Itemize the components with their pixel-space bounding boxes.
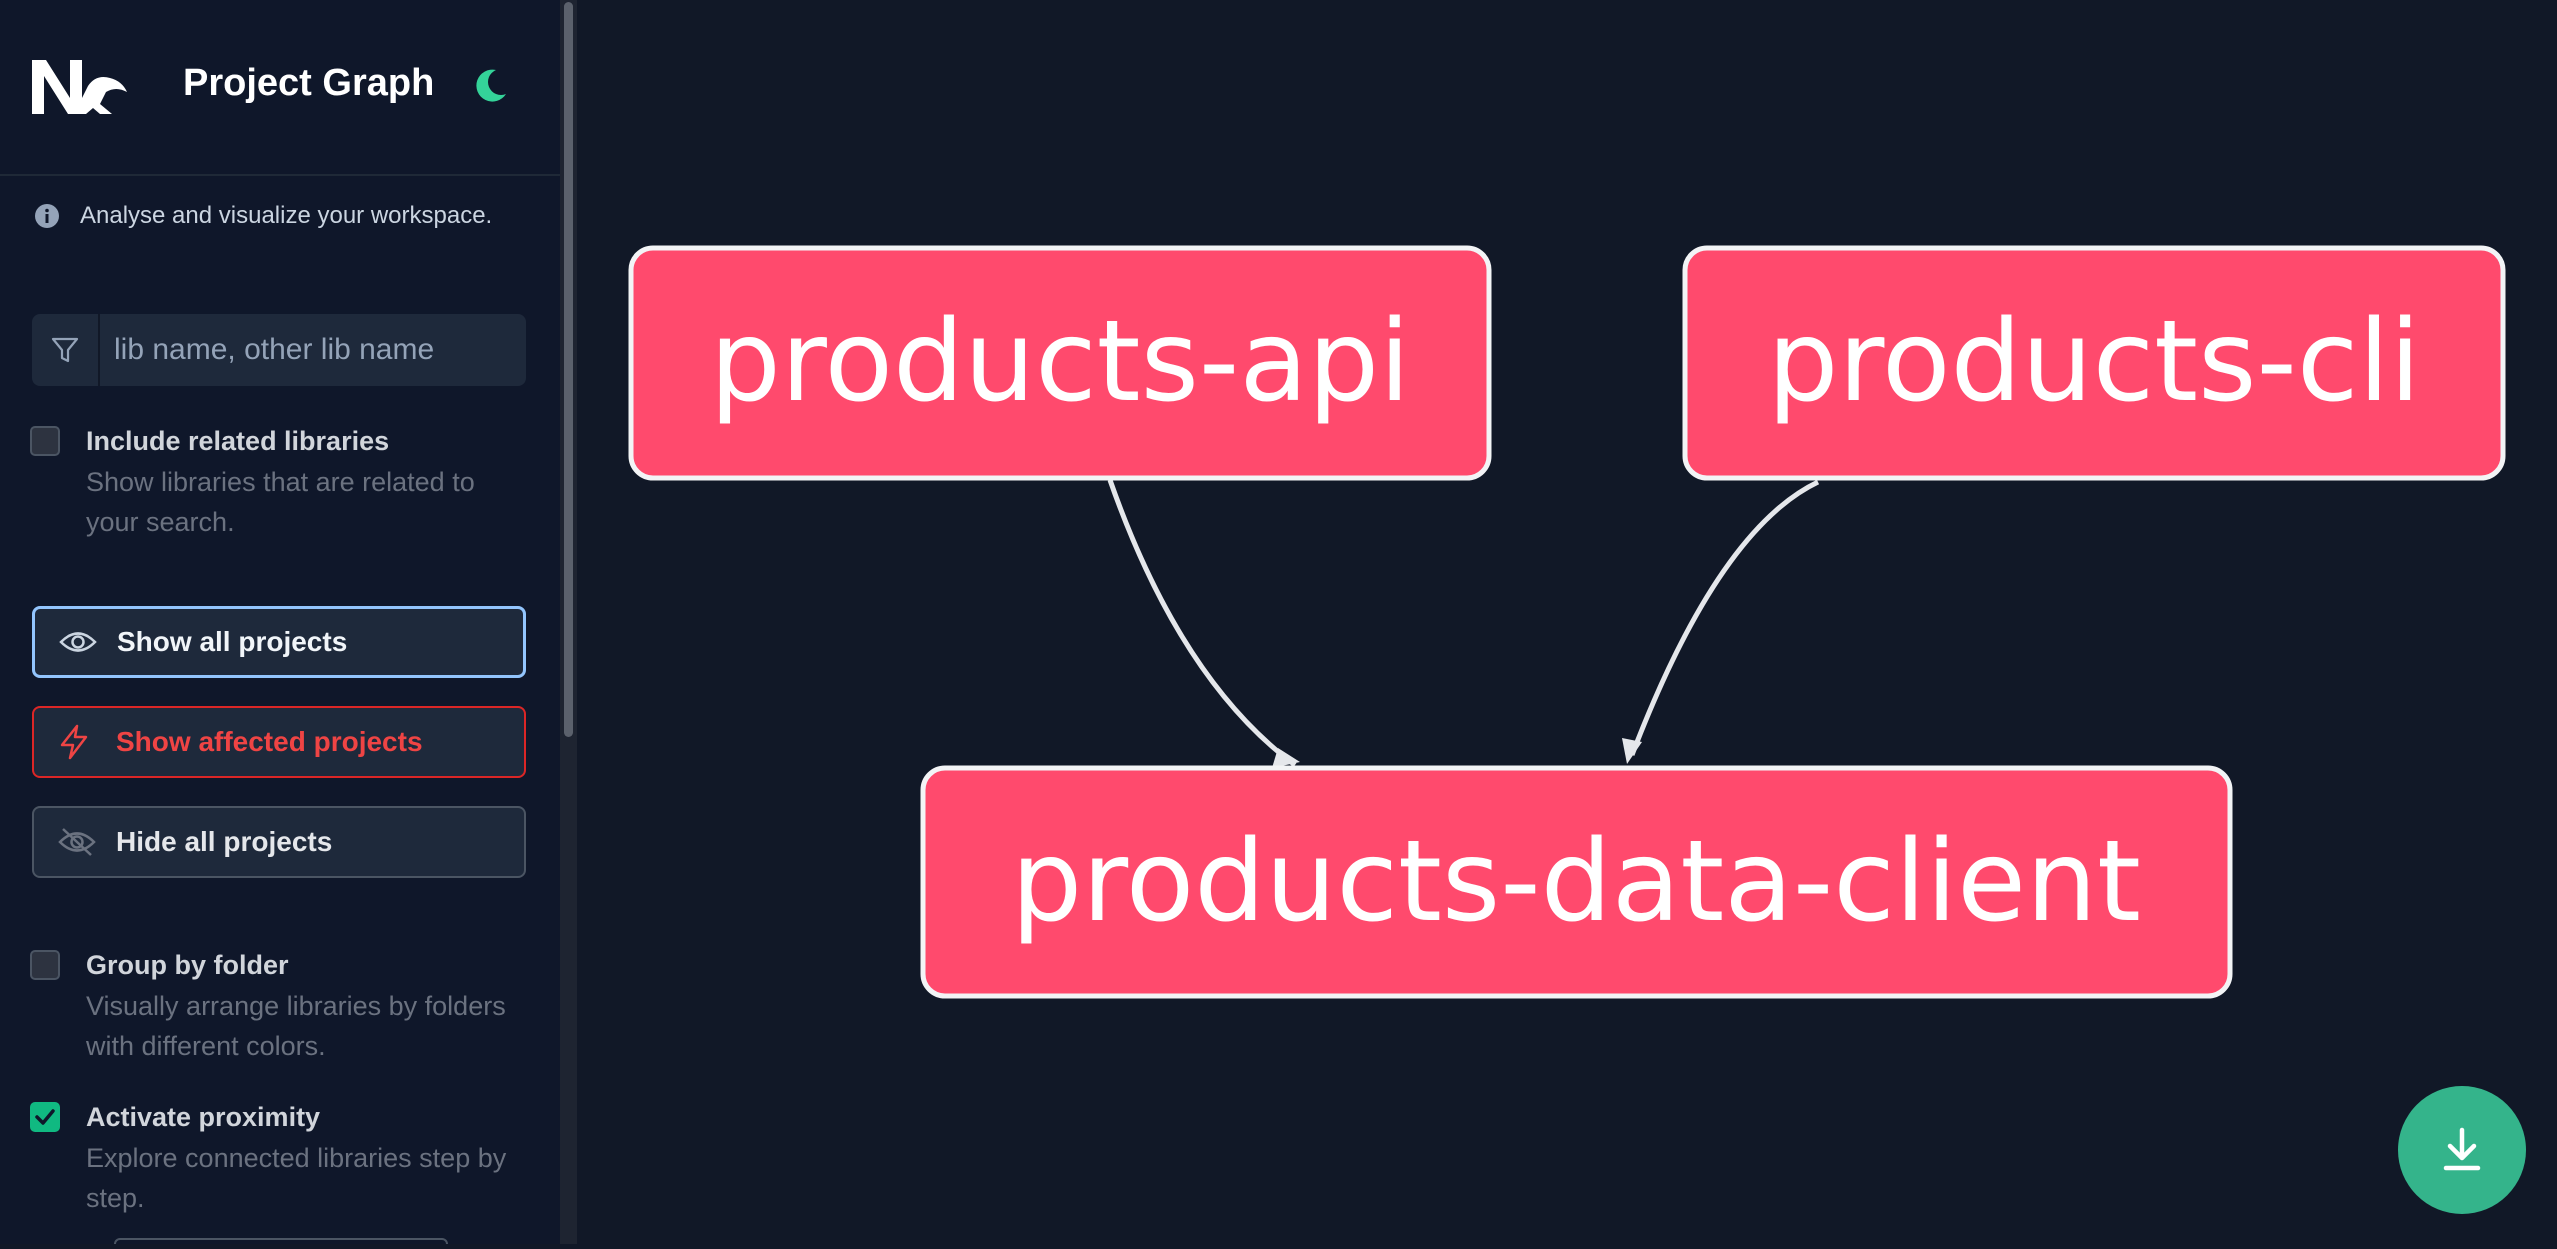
show-all-projects-button[interactable]: Show all projects bbox=[32, 606, 526, 678]
show-all-projects-label: Show all projects bbox=[117, 626, 348, 657]
include-related-description: Show libraries that are related to your … bbox=[86, 467, 475, 537]
edge-products-api-to-products-data-client bbox=[1107, 479, 1297, 768]
activate-proximity-description: Explore connected libraries step by step… bbox=[86, 1143, 507, 1213]
proximity-control[interactable] bbox=[114, 1238, 448, 1244]
include-related-checkbox[interactable] bbox=[30, 426, 60, 456]
download-icon bbox=[2443, 1127, 2481, 1171]
activate-proximity-label: Activate proximity bbox=[86, 1102, 321, 1132]
filter-icon-wrap bbox=[32, 314, 100, 386]
include-related-label: Include related libraries bbox=[86, 426, 390, 456]
moon-icon[interactable] bbox=[470, 66, 510, 106]
sidebar-header: Project Graph bbox=[0, 0, 560, 176]
sidebar-scrollbar-thumb[interactable] bbox=[564, 2, 573, 737]
node-label: products-api bbox=[710, 297, 1410, 427]
node-products-cli[interactable]: products-cli bbox=[1682, 245, 2506, 481]
hide-all-projects-button[interactable]: Hide all projects bbox=[32, 806, 526, 878]
eye-icon bbox=[59, 632, 97, 652]
project-graph: products-api products-cli products-data-… bbox=[628, 245, 2506, 999]
download-button[interactable] bbox=[2398, 1086, 2526, 1214]
group-by-folder-description: Visually arrange libraries by folders wi… bbox=[86, 991, 506, 1061]
sidebar-scrollbar[interactable] bbox=[560, 0, 577, 1244]
edge-products-cli-to-products-data-client bbox=[1629, 479, 1820, 756]
show-affected-projects-button[interactable]: Show affected projects bbox=[32, 706, 526, 778]
graph-canvas[interactable]: products-api products-cli products-data-… bbox=[577, 0, 2557, 1244]
node-label: products-data-client bbox=[1011, 817, 2141, 947]
node-products-data-client[interactable]: products-data-client bbox=[920, 765, 2233, 999]
eye-slash-icon bbox=[58, 828, 96, 856]
info-row: Analyse and visualize your workspace. bbox=[34, 202, 492, 230]
hide-all-projects-label: Hide all projects bbox=[116, 826, 333, 857]
node-label: products-cli bbox=[1767, 297, 2420, 427]
node-products-api[interactable]: products-api bbox=[628, 245, 1492, 481]
info-icon bbox=[35, 204, 59, 228]
group-by-folder-label: Group by folder bbox=[86, 950, 289, 980]
filter-icon bbox=[51, 337, 79, 363]
search-box bbox=[32, 314, 526, 386]
group-by-folder-checkbox[interactable] bbox=[30, 950, 60, 980]
show-affected-projects-label: Show affected projects bbox=[116, 726, 423, 757]
page-title: Project Graph bbox=[183, 62, 435, 104]
activate-proximity-checkbox[interactable] bbox=[30, 1102, 60, 1132]
nx-logo-icon[interactable] bbox=[30, 56, 130, 118]
info-text: Analyse and visualize your workspace. bbox=[80, 202, 493, 229]
lightning-icon bbox=[60, 724, 88, 760]
arrowhead-icon bbox=[1272, 748, 1300, 768]
arrowhead-icon bbox=[1622, 738, 1642, 764]
sidebar: Project Graph Analyse and visualize your… bbox=[0, 0, 560, 1244]
search-input[interactable] bbox=[112, 319, 526, 381]
checkmark-icon bbox=[35, 1109, 55, 1125]
